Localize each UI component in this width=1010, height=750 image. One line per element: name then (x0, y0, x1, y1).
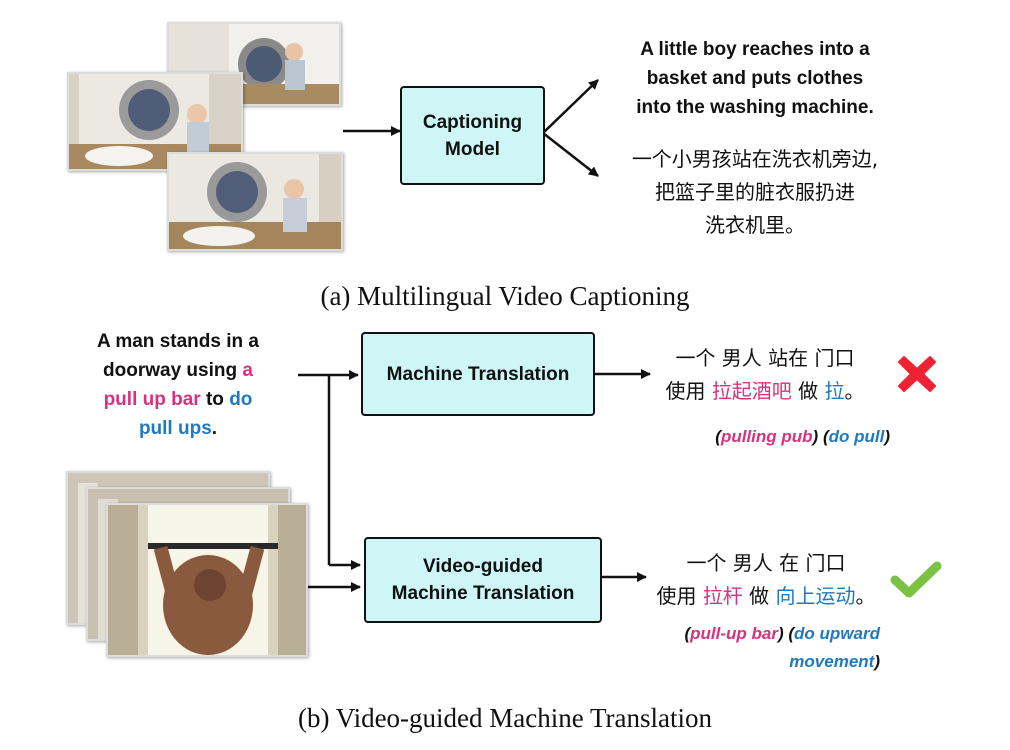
chinese-caption: 一个小男孩站在洗衣机旁边, 把篮子里的脏衣服扔进 洗衣机里。 (600, 143, 910, 242)
vmt-gloss-pink: pull-up bar (690, 624, 778, 643)
mt-gloss-close-1: ) (812, 427, 819, 446)
mt-output: 一个 男人 站在 门口 使用 拉起酒吧 做 拉。 (640, 342, 890, 408)
source-line-2b: a (242, 360, 253, 381)
source-line-1: A man stands in a (97, 331, 259, 352)
caption-a: (a) Multilingual Video Captioning (320, 281, 690, 311)
vmt-output-term-pink: 拉杆 (702, 584, 743, 608)
vmt-output: 一个 男人 在 门口 使用 拉杆 做 向上运动。 (636, 547, 896, 613)
vmt-gloss-blue-1: do upward (794, 624, 880, 643)
source-line-3b: to (200, 389, 230, 410)
machine-translation-box: Machine Translation (361, 332, 595, 416)
source-line-4b: . (211, 418, 218, 439)
mt-gloss-blue: do pull (828, 427, 885, 446)
mt-gloss-close-2: ) (884, 427, 890, 446)
mt-output-line-2c: 做 (791, 379, 825, 403)
mt-output-term-blue: 拉 (824, 379, 845, 403)
captioning-model-box: Captioning Model (400, 86, 545, 185)
english-caption: A little boy reaches into a basket and p… (600, 35, 910, 122)
video-frame-1 (167, 152, 343, 251)
vmt-output-line-2c: 做 (742, 584, 776, 608)
vmt-gloss-blue-2: movement (789, 652, 875, 671)
vmt-label-2: Machine Translation (391, 583, 575, 604)
vmt-output-line-1: 一个 男人 在 门口 (686, 551, 846, 575)
video-guided-mt-box: Video-guided Machine Translation (364, 537, 602, 623)
vmt-gloss-open-2: ( (783, 624, 795, 643)
vmt-output-line-2a: 使用 (656, 584, 703, 608)
vmt-output-term-blue: 向上运动 (775, 584, 856, 608)
mt-output-line-2a: 使用 (665, 379, 712, 403)
source-phrase-pull-ups: pull ups (138, 418, 212, 439)
captioning-model-label-1: Captioning (422, 111, 523, 133)
vmt-gloss-close-2: ) (874, 652, 880, 671)
mt-output-line-2e: 。 (844, 379, 865, 403)
mt-output-line-1: 一个 男人 站在 门口 (675, 346, 855, 370)
mt-gloss-open-2: ( (818, 427, 829, 446)
english-caption-line-2: basket and puts clothes (646, 68, 864, 89)
chinese-caption-line-2: 把篮子里的脏衣服扔进 (655, 180, 855, 204)
machine-translation-label: Machine Translation (386, 363, 570, 385)
caption-b: (b) Video-guided Machine Translation (297, 703, 713, 733)
chinese-caption-line-3: 洗衣机里。 (705, 213, 805, 237)
vmt-gloss-close-1: ) (777, 624, 784, 643)
source-line-2a: doorway using (103, 360, 243, 381)
source-phrase-do: do (229, 389, 253, 410)
chinese-caption-line-1: 一个小男孩站在洗衣机旁边, (631, 147, 879, 171)
vmt-gloss: (pull-up bar) (do upward movement) (560, 620, 880, 676)
mt-gloss: (pulling pub) (do pull) (580, 423, 890, 451)
arrow-captioning-to-chinese (542, 132, 599, 177)
source-sentence: A man stands in a doorway using a pull u… (58, 327, 298, 443)
english-caption-line-3: into the washing machine. (636, 97, 874, 118)
vmt-output-line-2e: 。 (855, 584, 876, 608)
mt-gloss-open-1: ( (715, 427, 721, 446)
captioning-model-label-2: Model (445, 138, 500, 160)
vmt-label-1: Video-guided (423, 556, 543, 577)
source-phrase-pull-up-bar: pull up bar (103, 389, 201, 410)
arrow-captioning-to-english (542, 79, 599, 134)
mt-gloss-pink: pulling pub (720, 427, 813, 446)
mt-output-term-pink: 拉起酒吧 (711, 379, 792, 403)
check-icon (890, 561, 942, 598)
vmt-video-frame-1 (106, 503, 308, 657)
vmt-gloss-open-1: ( (684, 624, 691, 643)
cross-icon (898, 356, 936, 392)
english-caption-line-1: A little boy reaches into a (640, 39, 870, 60)
